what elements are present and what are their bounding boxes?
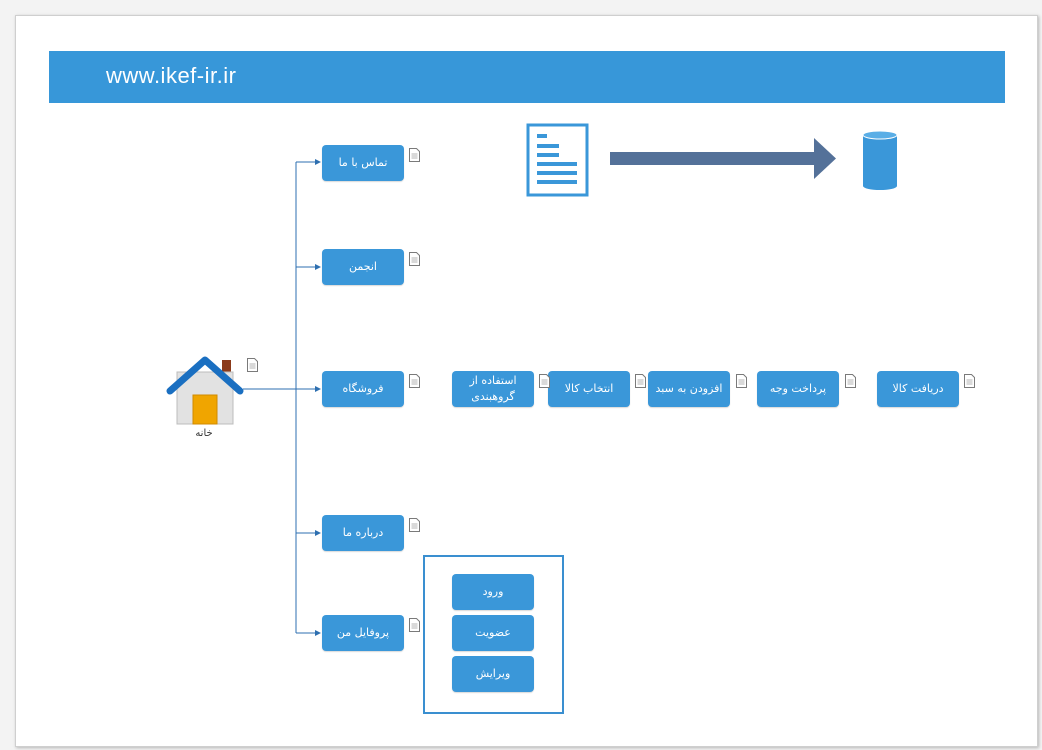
note-icon (845, 374, 856, 388)
home-label: خانه (195, 428, 213, 439)
document-icon (526, 123, 589, 197)
node-select-item[interactable]: انتخاب کالا (548, 371, 630, 407)
node-payment[interactable]: پرداخت وجه (757, 371, 839, 407)
banner-title: www.ikef-ir.ir (106, 63, 237, 88)
note-icon (409, 252, 420, 266)
note-icon (409, 148, 420, 162)
node-about[interactable]: درباره ما (322, 515, 404, 551)
node-receive-item[interactable]: دریافت کالا (877, 371, 959, 407)
note-icon (409, 518, 420, 532)
note-icon (964, 374, 975, 388)
node-contact[interactable]: تماس با ما (322, 145, 404, 181)
node-signup[interactable]: عضویت (452, 615, 534, 651)
database-icon (862, 130, 898, 190)
node-add-to-cart[interactable]: افزودن به سبد (648, 371, 730, 407)
node-use-category[interactable]: استفاده از گروهبندی (452, 371, 534, 407)
note-icon (409, 618, 420, 632)
node-profile[interactable]: پروفایل من (322, 615, 404, 651)
node-edit[interactable]: ویرایش (452, 656, 534, 692)
node-forum[interactable]: انجمن (322, 249, 404, 285)
node-login[interactable]: ورود (452, 574, 534, 610)
note-icon (247, 358, 258, 372)
node-shop[interactable]: فروشگاه (322, 371, 404, 407)
note-icon (409, 374, 420, 388)
note-icon (635, 374, 646, 388)
note-icon (736, 374, 747, 388)
header-banner: www.ikef-ir.ir (49, 51, 1005, 103)
home-icon (166, 356, 244, 425)
arrow-right-icon (610, 138, 836, 179)
note-icon (539, 374, 550, 388)
